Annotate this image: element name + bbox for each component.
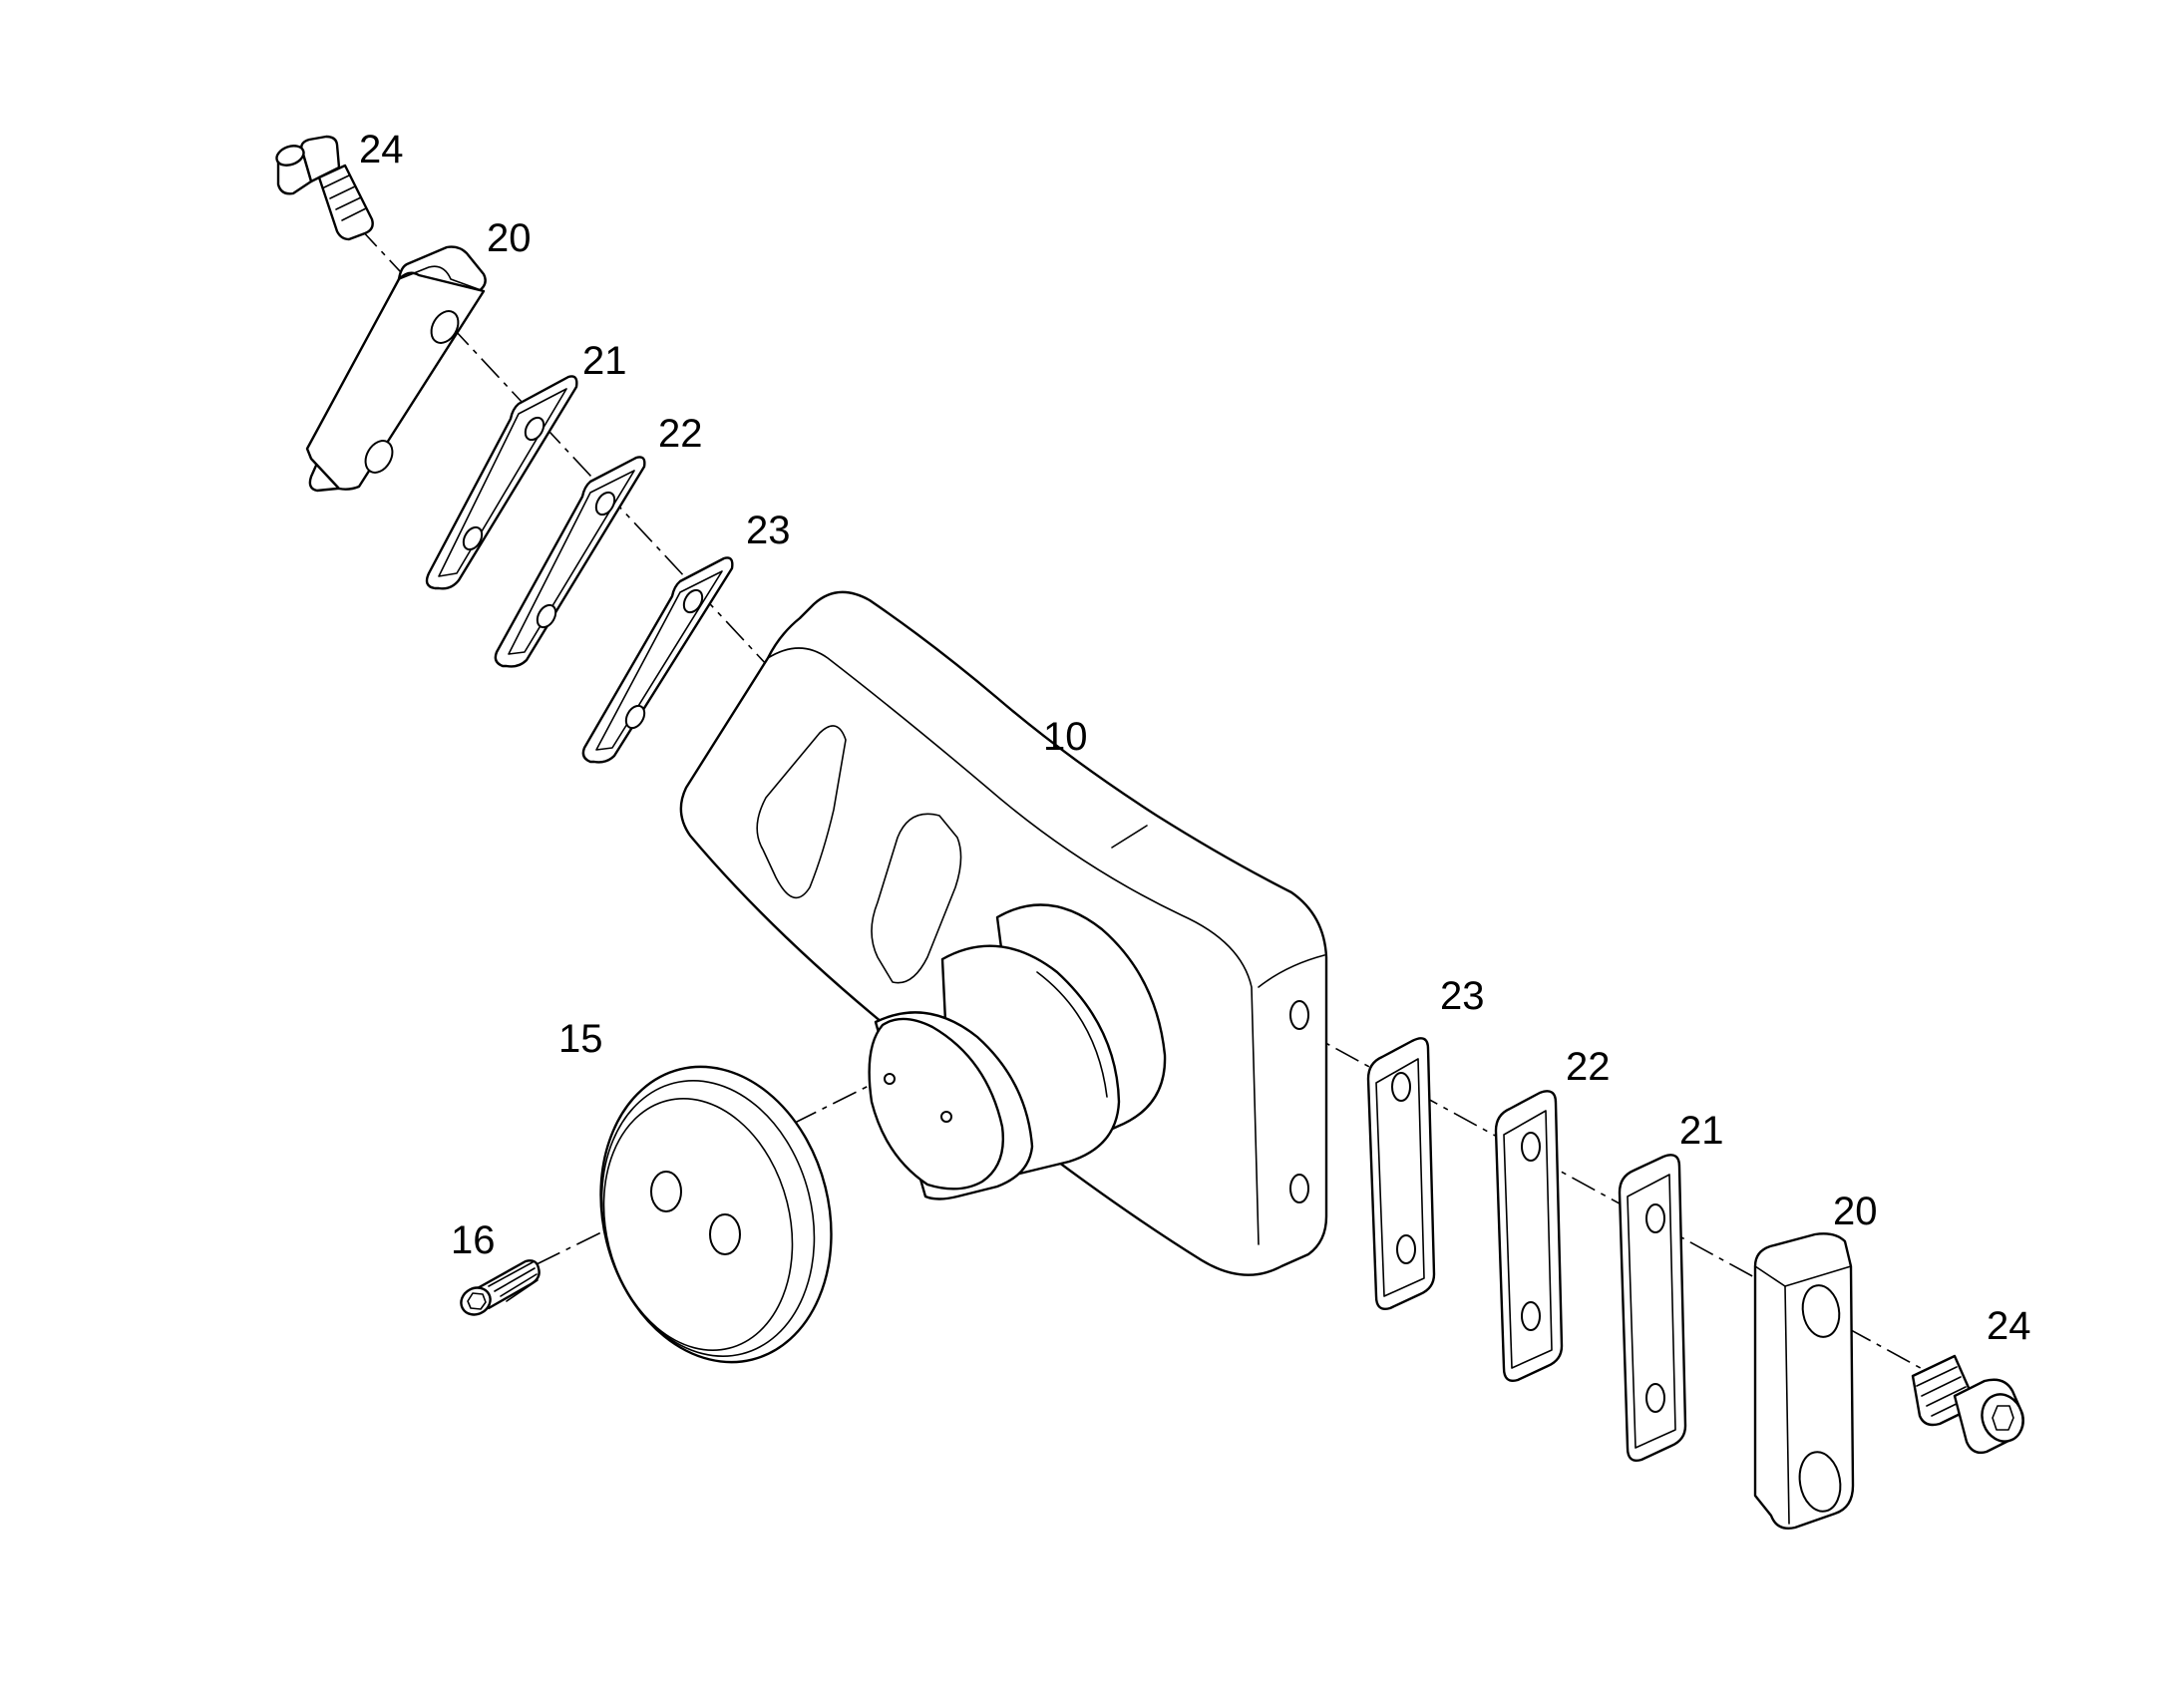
part-23-shim-lower[interactable] — [1366, 1037, 1436, 1310]
part-22-shim-upper[interactable] — [494, 456, 646, 668]
callout-10: 10 — [1043, 715, 1088, 759]
callout-22-upper: 22 — [658, 412, 703, 456]
part-24-screw-upper[interactable] — [274, 135, 374, 241]
callout-22-lower: 22 — [1566, 1045, 1611, 1089]
callout-24-lower: 24 — [1987, 1304, 2031, 1348]
part-20-block-lower[interactable] — [1753, 1232, 1855, 1530]
part-21-shim-lower[interactable] — [1618, 1154, 1687, 1462]
callout-20-upper: 20 — [487, 216, 532, 260]
callout-16: 16 — [451, 1218, 496, 1262]
part-21-shim-upper[interactable] — [425, 375, 578, 590]
part-15-pulley[interactable] — [570, 1042, 862, 1387]
axis-screw-16 — [536, 1200, 665, 1265]
callout-23-upper: 23 — [746, 509, 791, 552]
callout-21-upper: 21 — [582, 339, 627, 383]
callout-21-lower: 21 — [1679, 1109, 1724, 1153]
callout-15: 15 — [558, 1017, 603, 1061]
callout-20-lower: 20 — [1833, 1190, 1878, 1233]
part-24-screw-lower[interactable] — [1911, 1354, 2029, 1455]
callout-23-lower: 23 — [1440, 974, 1485, 1018]
part-16-screw[interactable] — [457, 1259, 541, 1319]
callout-24-upper: 24 — [359, 128, 404, 171]
part-10-bracket-plate[interactable] — [679, 590, 1328, 1276]
part-22-shim-lower[interactable] — [1494, 1090, 1564, 1382]
callout-labels: 24 20 21 22 23 10 15 16 23 22 21 20 24 — [359, 128, 2031, 1348]
part-23-shim-upper[interactable] — [581, 556, 734, 764]
part-20-block-upper[interactable] — [305, 245, 487, 493]
